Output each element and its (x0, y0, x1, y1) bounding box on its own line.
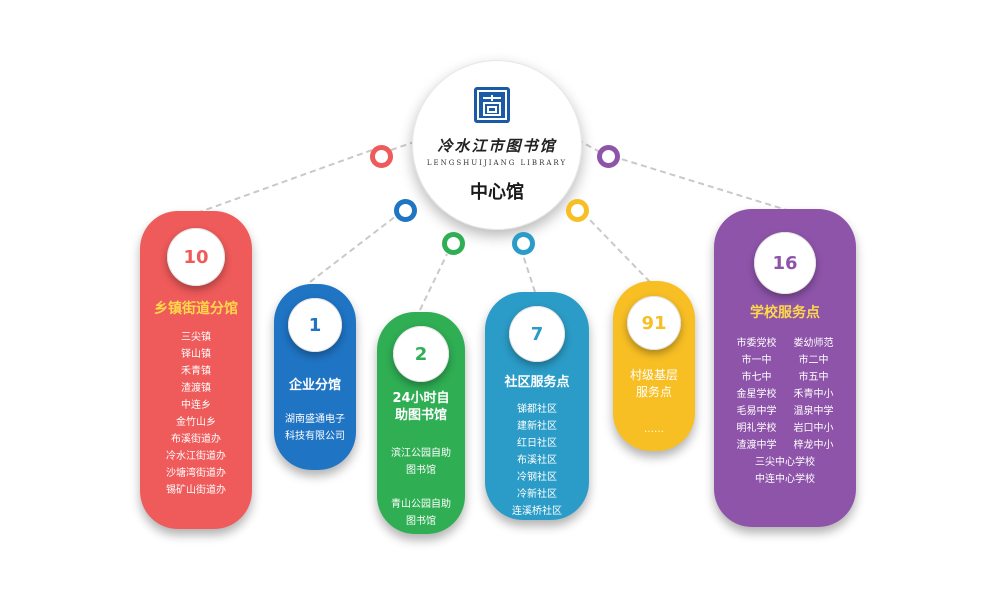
library-name-cn: 冷水江市图书馆 (437, 137, 557, 155)
branch-item: 湖南盛通电子 (285, 414, 345, 425)
branch-item-list: 市委党校 娄幼师范市一中 市二中市七中 市五中金星学校 禾青中小毛易中学 温泉中学明礼学校… (728, 335, 842, 488)
ring-self-service (442, 232, 465, 255)
branch-item: 禾青中小 (793, 389, 834, 400)
branch-community: 7 社区服务点 锑都社区建新社区红日社区布溪社区冷钢社区冷新社区连溪桥社区 (485, 292, 589, 520)
ring-school (597, 145, 620, 168)
branch-item: 锡矿山街道办 (166, 485, 226, 496)
branch-title: 村级基层服务点 (629, 368, 678, 399)
branch-title: 24小时自助图书馆 (392, 391, 450, 423)
branch-item: 滨江公园自助 (391, 448, 451, 459)
ring-enterprise (394, 199, 417, 222)
branch-item: 布溪社区 (517, 455, 557, 466)
branch-item: 连溪桥社区 (512, 506, 562, 517)
branch-item: 图书馆 (406, 465, 436, 476)
count-badge: 1 (288, 298, 342, 352)
branch-item: 明礼学校 (736, 423, 777, 434)
count-badge: 16 (754, 232, 816, 294)
library-seal-icon (474, 87, 510, 123)
branch-item: 三尖镇 (181, 332, 211, 343)
branch-item: 金竹山乡 (176, 417, 216, 428)
count-badge: 91 (627, 296, 681, 350)
branch-title: 学校服务点 (750, 305, 820, 321)
branch-item-list: …… (613, 421, 695, 438)
connector-community (521, 251, 536, 293)
branch-item: 冷新社区 (517, 489, 557, 500)
branch-title: 社区服务点 (504, 375, 570, 390)
branch-item: 温泉中学 (793, 406, 834, 417)
count-badge: 2 (393, 326, 449, 382)
branch-item: 铎山镇 (181, 349, 211, 360)
ring-town (370, 145, 393, 168)
branch-item (377, 479, 465, 496)
branch-town: 10 乡镇街道分馆 三尖镇铎山镇禾青镇渣渡镇中连乡金竹山乡布溪街道办冷水江街道办… (140, 211, 252, 529)
branch-item: 中连中心学校 (755, 474, 815, 485)
branch-title: 乡镇街道分馆 (154, 301, 238, 317)
branch-school: 16 学校服务点 市委党校 娄幼师范市一中 市二中市七中 市五中金星学校 禾青中小毛易中… (714, 209, 856, 527)
branch-item: 禾青镇 (181, 366, 211, 377)
connector-self-service (419, 253, 448, 311)
branch-village: 91 村级基层服务点 …… (613, 281, 695, 451)
branch-item: 渣渡镇 (181, 383, 211, 394)
branch-item: 中连乡 (181, 400, 211, 411)
branch-item-list: 锑都社区建新社区红日社区布溪社区冷钢社区冷新社区连溪桥社区 (485, 401, 589, 520)
branch-item-list: 滨江公园自助图书馆 青山公园自助图书馆 (377, 445, 465, 530)
ring-village (566, 199, 589, 222)
connector-village (587, 217, 651, 283)
branch-item: 布溪街道办 (171, 434, 221, 445)
count-badge: 10 (167, 228, 225, 286)
branch-item: 沙塘湾街道办 (166, 468, 226, 479)
branch-item: 市五中 (798, 372, 829, 383)
branch-item: 青山公园自助 (391, 499, 451, 510)
branch-item-list: 三尖镇铎山镇禾青镇渣渡镇中连乡金竹山乡布溪街道办冷水江街道办沙塘湾街道办锡矿山街… (140, 329, 252, 499)
branch-item: 建新社区 (517, 421, 557, 432)
library-name-en: LENGSHUIJIANG LIBRARY (426, 159, 568, 167)
connector-school (617, 157, 791, 212)
branch-item: 岩口中小 (793, 423, 834, 434)
branch-title: 企业分馆 (288, 378, 341, 393)
branch-item: 红日社区 (517, 438, 557, 449)
branch-item: 市七中 (741, 372, 772, 383)
branch-item: 梓龙中小 (793, 440, 834, 451)
branch-item: 市一中 (741, 355, 772, 366)
connector-enterprise (309, 215, 397, 283)
ring-community (512, 232, 535, 255)
count-badge: 7 (509, 306, 565, 362)
branch-item: 毛易中学 (736, 406, 777, 417)
branch-item: 渣渡中学 (736, 440, 777, 451)
center-title: 中心馆 (470, 182, 524, 203)
branch-item: …… (644, 424, 664, 435)
branch-item: 图书馆 (406, 516, 436, 527)
branch-enterprise: 1 企业分馆 湖南盛通电子科技有限公司 (274, 284, 356, 470)
branch-item: 科技有限公司 (285, 431, 345, 442)
branch-item: 市委党校 (736, 338, 777, 349)
branch-item: 冷水江街道办 (166, 451, 226, 462)
branch-item: 冷钢社区 (517, 472, 557, 483)
branch-item: 锑都社区 (517, 404, 557, 415)
central-library-circle: 冷水江市图书馆 LENGSHUIJIANG LIBRARY 中心馆 (412, 60, 582, 230)
branch-self-service: 2 24小时自助图书馆 滨江公园自助图书馆 青山公园自助图书馆 (377, 312, 465, 534)
branch-item: 三尖中心学校 (755, 457, 815, 468)
branch-item-list: 湖南盛通电子科技有限公司 (274, 411, 356, 445)
connector-town (196, 149, 373, 214)
branch-item: 娄幼师范 (793, 338, 834, 349)
branch-item: 市二中 (798, 355, 829, 366)
branch-item: 金星学校 (736, 389, 777, 400)
